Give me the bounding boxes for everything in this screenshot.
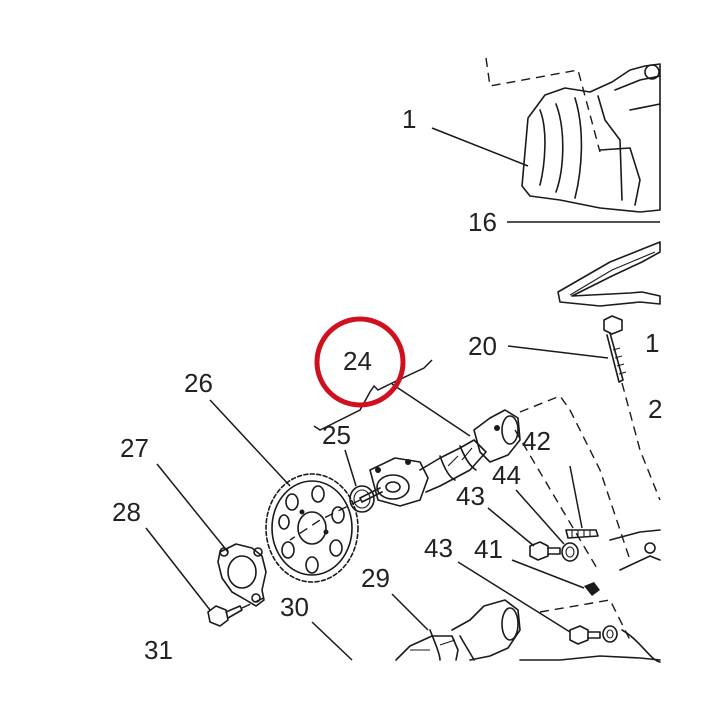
- callout-2-right: 2: [648, 394, 662, 424]
- callout-1-right: 1: [645, 328, 659, 358]
- part-20-bolt: [603, 315, 661, 501]
- part-26-sprocket: [265, 473, 359, 583]
- callout-1: 1: [402, 104, 416, 134]
- leader-lines: [145, 127, 660, 661]
- callout-25: 25: [322, 420, 351, 450]
- callout-26: 26: [184, 368, 213, 398]
- callout-20: 20: [468, 331, 497, 361]
- part-28-bolt: [207, 595, 269, 627]
- part-29-camshaft: [395, 599, 521, 661]
- callout-44: 44: [492, 460, 521, 490]
- callout-43-upper: 43: [456, 481, 485, 511]
- part-16-gasket: [557, 241, 661, 307]
- part-1-centerline: [485, 57, 601, 153]
- part-42-stud: [565, 529, 599, 539]
- cylinder-head-edge: [514, 395, 661, 663]
- callout-42: 42: [522, 426, 551, 456]
- part-41-plug: [584, 582, 600, 596]
- callout-43-lower: 43: [424, 533, 453, 563]
- part-24-camshaft: [289, 409, 521, 541]
- callout-16: 16: [468, 207, 497, 237]
- callout-29: 29: [361, 563, 390, 593]
- part-43-bolt-upper: [529, 541, 561, 561]
- part-1-head-cover: [521, 63, 661, 213]
- callout-41: 41: [474, 534, 503, 564]
- callout-27: 27: [120, 433, 149, 463]
- highlight-circle: [314, 316, 406, 408]
- callout-28: 28: [112, 497, 141, 527]
- callout-30: 30: [280, 592, 309, 622]
- part-27-plate: [217, 543, 267, 607]
- part-43-bolt-lower: [569, 625, 618, 645]
- callout-31: 31: [144, 635, 173, 665]
- callout-24: 24: [343, 346, 372, 376]
- part-44-washer: [561, 542, 579, 562]
- part-25-oring: [349, 485, 375, 513]
